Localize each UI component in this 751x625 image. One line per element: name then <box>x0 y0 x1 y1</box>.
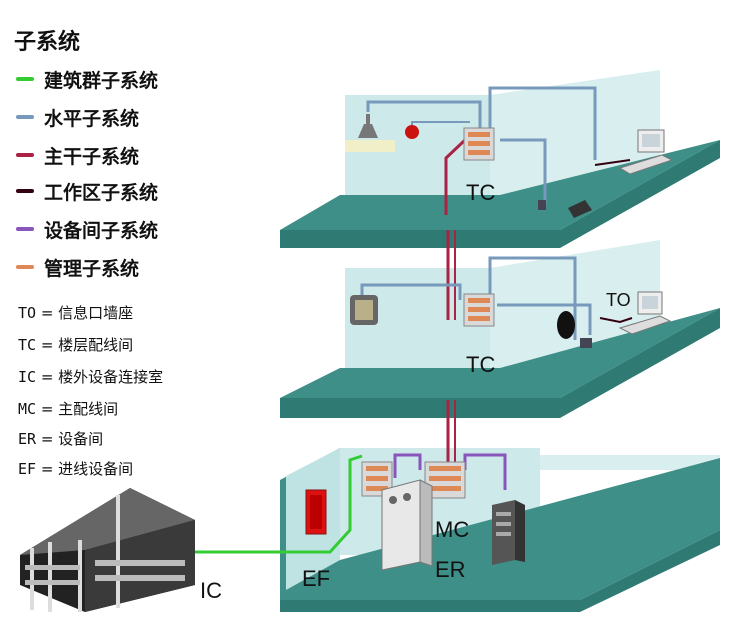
abbreviation-er: ER = 设备间 <box>18 430 104 448</box>
horizontal-cable-to-phone-mid <box>488 256 577 340</box>
legend-swatch <box>16 227 34 231</box>
top-floor <box>280 70 720 248</box>
er-label: ER <box>435 557 466 582</box>
legend-swatch <box>16 77 34 81</box>
abbreviation-meaning: 信息口墙座 <box>58 304 134 322</box>
horizontal-cable-to-pc-mid <box>497 303 592 335</box>
horizontal-cable-to-phone-top <box>500 138 547 205</box>
work-area-cable-top <box>594 159 631 166</box>
abbreviation-code: TC <box>18 336 37 354</box>
abbreviation-code: EF <box>18 460 37 478</box>
horizontal-cable-ceiling-top <box>366 100 482 132</box>
abbreviation-code: TO <box>18 304 37 322</box>
legend-item-work-area: 工作区子系统 <box>16 176 158 206</box>
legend-label: 管理子系统 <box>44 257 140 280</box>
ground-floor-slab-edge <box>280 530 720 612</box>
legend-item-horizontal: 水平子系统 <box>16 102 139 132</box>
legend-label: 设备间子系统 <box>44 219 159 242</box>
abbreviation-ic: IC = 楼外设备连接室 <box>18 368 164 386</box>
legend-label: 建筑群子系统 <box>44 69 159 92</box>
tc-label-top: TC <box>466 180 495 205</box>
legend-label: 主干子系统 <box>44 145 140 168</box>
abbreviation-ef: EF = 进线设备间 <box>18 460 134 478</box>
abbreviation-meaning: 楼外设备连接室 <box>58 368 164 386</box>
middle-floor-slab <box>280 308 720 398</box>
entrance-facility-cabinet-icon <box>305 489 327 535</box>
abbreviation-code: IC <box>18 368 37 386</box>
legend-label: 工作区子系统 <box>44 181 159 204</box>
work-area-cable-mid <box>599 317 633 324</box>
abbreviation-meaning: 楼层配线间 <box>58 336 134 354</box>
top-floor-slab-edge <box>280 140 720 248</box>
abbreviation-meaning: 主配线间 <box>58 400 119 418</box>
top-floor-slab <box>280 140 720 230</box>
patch-panel-top <box>463 127 495 161</box>
abbreviation-to: TO = 信息口墙座 <box>18 304 134 322</box>
legend-swatch <box>16 115 34 119</box>
legend-item-equipment-room: 设备间子系统 <box>16 214 158 244</box>
top-floor-wall-plaque <box>345 140 395 152</box>
abbreviation-tc: TC = 楼层配线间 <box>18 336 134 354</box>
equipment-cable-1 <box>393 453 422 478</box>
legend-item-campus: 建筑群子系统 <box>16 64 158 94</box>
network-device-mid-icon <box>350 295 378 325</box>
legend-swatch <box>16 265 34 269</box>
ef-label: EF <box>302 566 330 591</box>
backbone-cable-top <box>444 138 467 215</box>
middle-floor-back-wall <box>345 268 490 400</box>
campus-cable <box>190 454 363 554</box>
legend-title: 子系统 <box>14 30 81 55</box>
abbreviation-meaning: 进线设备间 <box>58 460 134 478</box>
top-floor-back-wall <box>345 95 490 225</box>
abbreviation-code: MC <box>18 400 37 418</box>
office-building-icon <box>20 488 195 612</box>
desktop-computer-mid-icon <box>618 291 672 335</box>
alarm-sensor-icon <box>405 125 419 139</box>
middle-floor <box>280 240 720 418</box>
tc-label-middle: TC <box>466 352 495 377</box>
ic-label: IC <box>200 578 222 603</box>
legend-label: 水平子系统 <box>44 107 140 130</box>
patch-panel-mid <box>463 293 495 327</box>
telephone-top-icon <box>538 200 592 218</box>
desktop-computer-top-icon <box>618 129 674 175</box>
ceiling-speaker-icon <box>358 114 378 138</box>
abbreviation-code: ER <box>18 430 37 448</box>
server-cabinet-icon <box>381 479 433 571</box>
abbreviation-meaning: 设备间 <box>58 430 104 448</box>
middle-floor-slab-edge <box>280 308 720 418</box>
legend-item-backbone: 主干子系统 <box>16 140 139 170</box>
legend-item-administration: 管理子系统 <box>16 252 139 282</box>
telephone-mid-icon <box>557 311 592 348</box>
tower-server-icon <box>492 500 525 565</box>
legend-swatch <box>16 153 34 157</box>
abbreviation-mc: MC = 主配线间 <box>18 400 119 418</box>
legend-swatch <box>16 189 34 193</box>
mc-label: MC <box>435 517 469 542</box>
horizontal-cable-to-pc-top <box>488 86 597 160</box>
ground-floor-back-wall <box>540 455 720 470</box>
to-label-middle: TO <box>606 290 631 310</box>
